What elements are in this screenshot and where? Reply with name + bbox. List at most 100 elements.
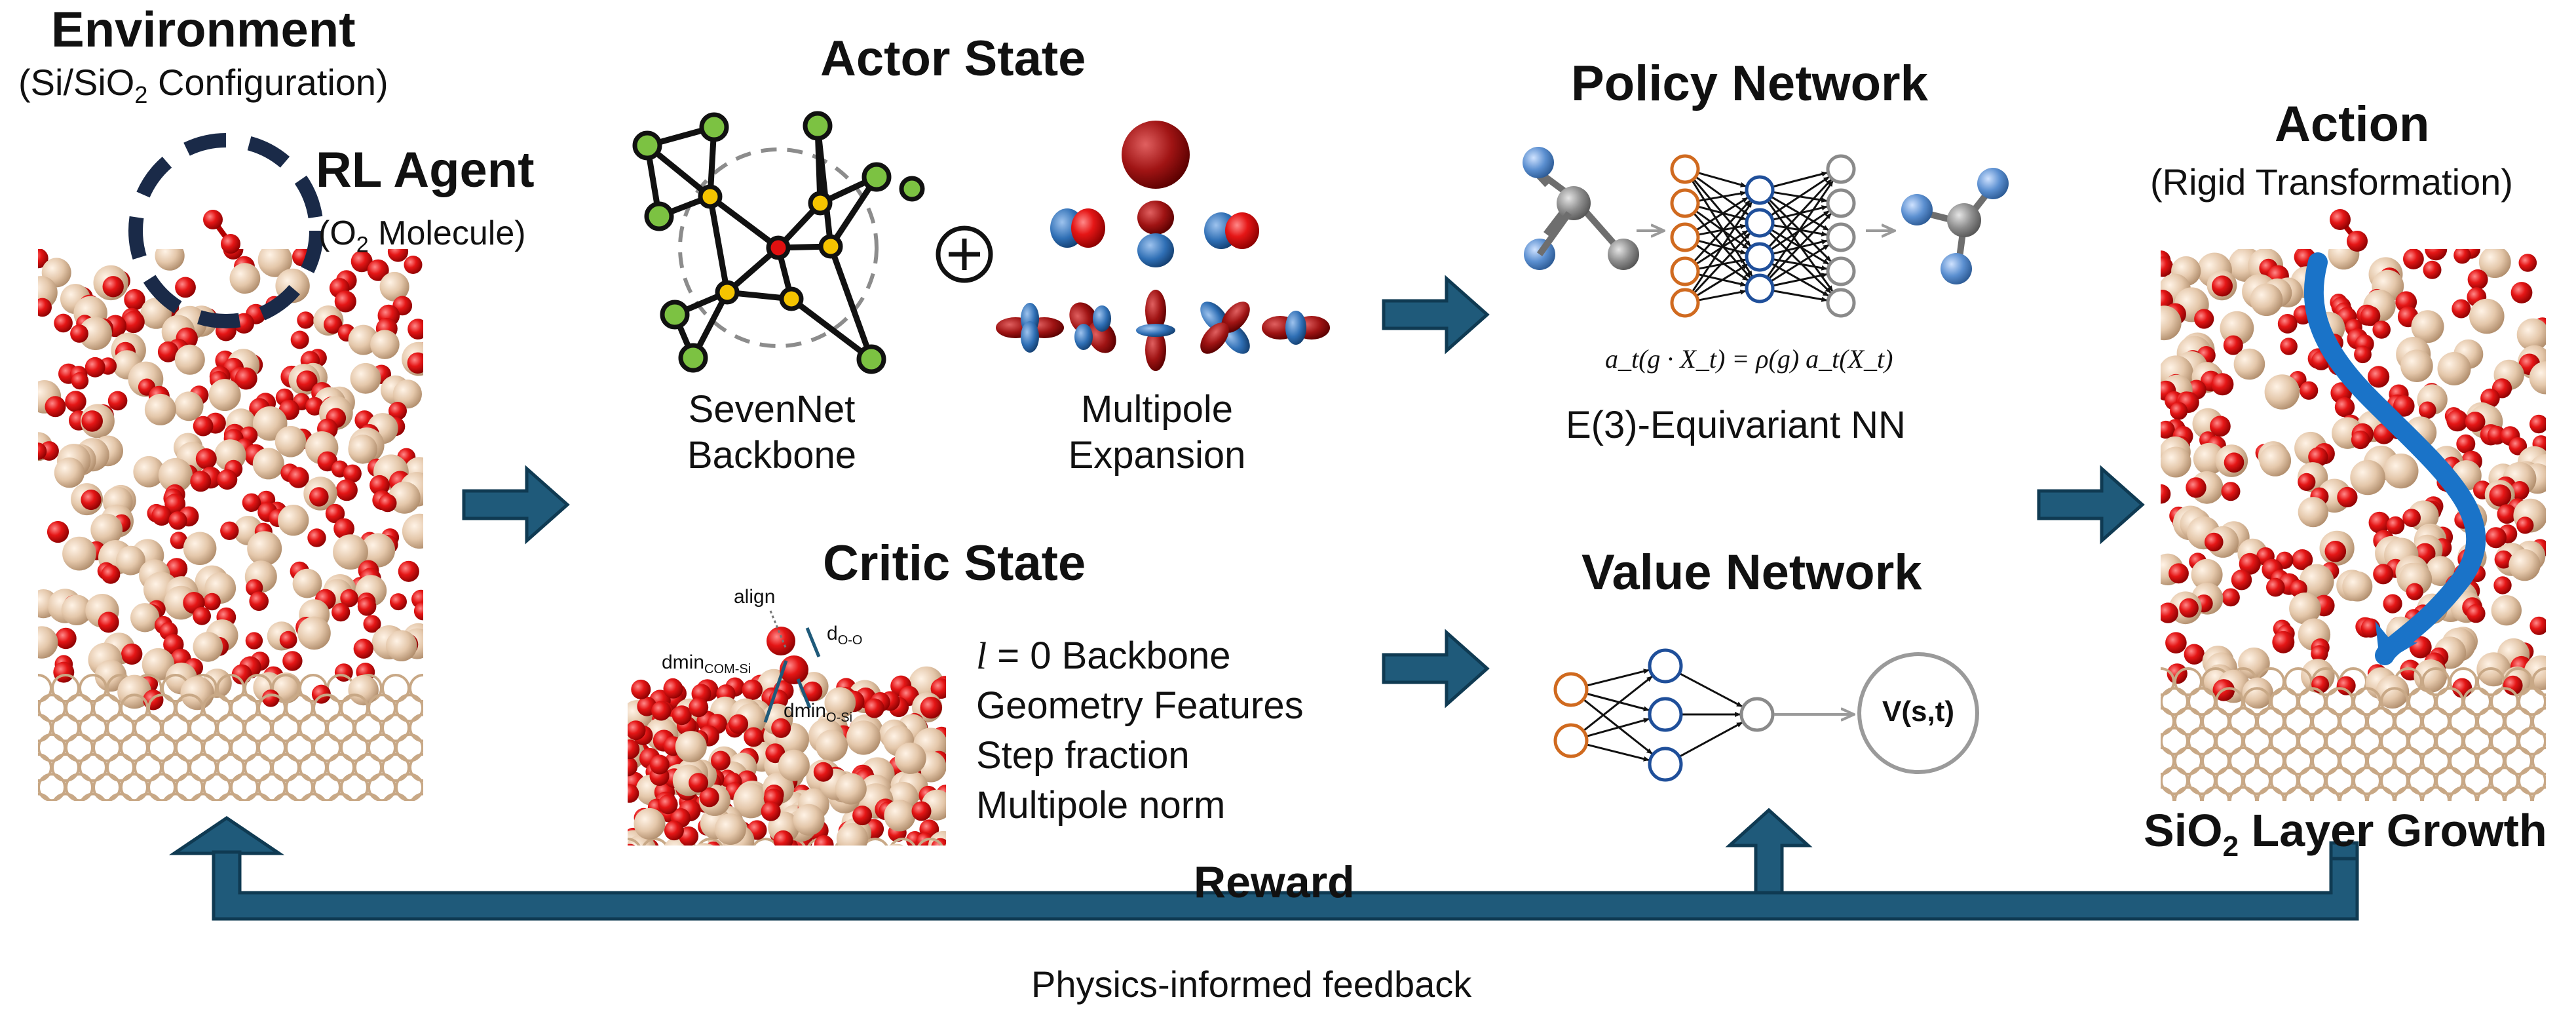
oxygen-atom [2402,509,2421,527]
nn-neuron [1826,154,1856,184]
silicon-atom [388,481,421,514]
silicon-atom [697,838,723,846]
silicon-atom [174,344,205,375]
oxygen-atom [2334,397,2355,418]
silicon-atom [2518,766,2546,796]
silicon-atom [2469,298,2505,334]
graph-edge [827,245,875,360]
policy-input-molecule [1523,147,1639,270]
oxygen-atom [2337,486,2358,508]
oxygen-atom [682,845,689,846]
silicon-atom [2229,747,2258,775]
nn-connection [1693,233,1751,294]
silicon-atom [299,713,328,743]
silicon-atom [38,733,66,762]
oxygen-atom [195,448,217,469]
silicon-atom [147,733,176,762]
silicon-atom [62,536,96,571]
nn-neuron [1670,188,1700,218]
silicon-atom [2531,707,2546,736]
oxygen-atom [2186,477,2207,498]
nn-connection [1770,244,1830,282]
dmin-com-sub: COM-Si [704,662,751,676]
silicon-atom [733,783,768,819]
oxygen-atom [2493,576,2512,594]
oxygen-atom [2368,511,2391,534]
nn-connection [1695,263,1749,297]
oxygen-atom [203,593,221,611]
graph-node [632,130,662,161]
silicon-atom [247,531,282,566]
oxygen-atom [2308,447,2328,467]
silicon-atom [945,844,946,846]
silicon-atom [135,792,161,801]
oxygen-atom [2467,269,2488,290]
nn-neuron [1826,288,1856,318]
silicon-atom [2350,459,2385,496]
graph-node [644,201,674,231]
environment-slab [38,249,423,801]
silicon-atom [202,693,231,723]
silicon-atom [189,753,218,782]
silicon-atom [816,730,848,762]
nn-connection [1772,273,1828,287]
silicon-atom [917,838,943,846]
arrow-actor-to-policy [1382,275,1490,355]
silicon-atom [2531,667,2546,696]
silicon-atom [2311,747,2340,775]
oxygen-atom [2179,598,2199,618]
silicon-atom [174,391,204,421]
reward-label: Reward [1194,857,1355,907]
silicon-atom [244,753,273,782]
equivariance-equation: a_t(g · X_t) = ρ(g) a_t(X_t) [1605,344,1893,374]
oxygen-atom [288,467,309,488]
oxygen-atom [649,754,670,775]
oxygen-atom [628,756,638,777]
dmin-o-si-label: dminO-Si [784,701,852,725]
oxygen-atom [2446,410,2469,432]
backbone-line: Backbone [687,433,856,477]
silicon-atom [2353,766,2381,796]
silicon-atom [326,713,355,743]
silicon-atom [2243,766,2271,796]
oxygen-atom [2403,249,2424,269]
silicon-atom [402,513,423,549]
oxygen-atom [47,520,69,543]
nn-connection [1772,290,1828,302]
silicon-atom [381,753,410,782]
oxygen-atom [2393,395,2415,417]
silicon-atom [778,749,810,781]
oxygen-atom [814,835,834,846]
graph-node [699,112,729,142]
oxygen-atom [387,249,409,262]
oxygen-atom [2351,430,2370,450]
oxygen-atom [54,313,73,333]
oxygen-atom [193,606,211,625]
nn-neuron [1670,154,1700,184]
silicon-atom [230,733,259,762]
silicon-atom [634,808,666,840]
oxygen-atom [333,518,354,539]
agent-title: RL Agent [316,142,535,198]
silicon-atom [409,674,423,703]
oxygen-atom [658,794,678,815]
silicon-atom [383,792,409,801]
oxygen-atom [2170,402,2188,420]
arrow-env-to-state [462,465,570,545]
environment-title: Environment [51,2,356,58]
oxygen-atom [2518,254,2537,272]
graph-edge [707,196,730,293]
silicon-atom [395,693,423,723]
silicon-atom [350,362,381,394]
oxygen-atom [296,370,318,392]
silicon-atom [2376,675,2410,709]
nn-neuron [1826,256,1856,286]
silicon-atom [61,594,92,625]
e3-equivariant-label: E(3)-Equivariant NN [1566,404,1906,446]
value-neural-net [1553,648,1853,782]
silicon-atom [271,753,300,782]
agent-subtitle-post: Molecule) [368,214,526,252]
silicon-atom [2188,726,2216,756]
silicon-atom [2161,726,2189,756]
value-network-title: Value Network [1582,545,1922,600]
